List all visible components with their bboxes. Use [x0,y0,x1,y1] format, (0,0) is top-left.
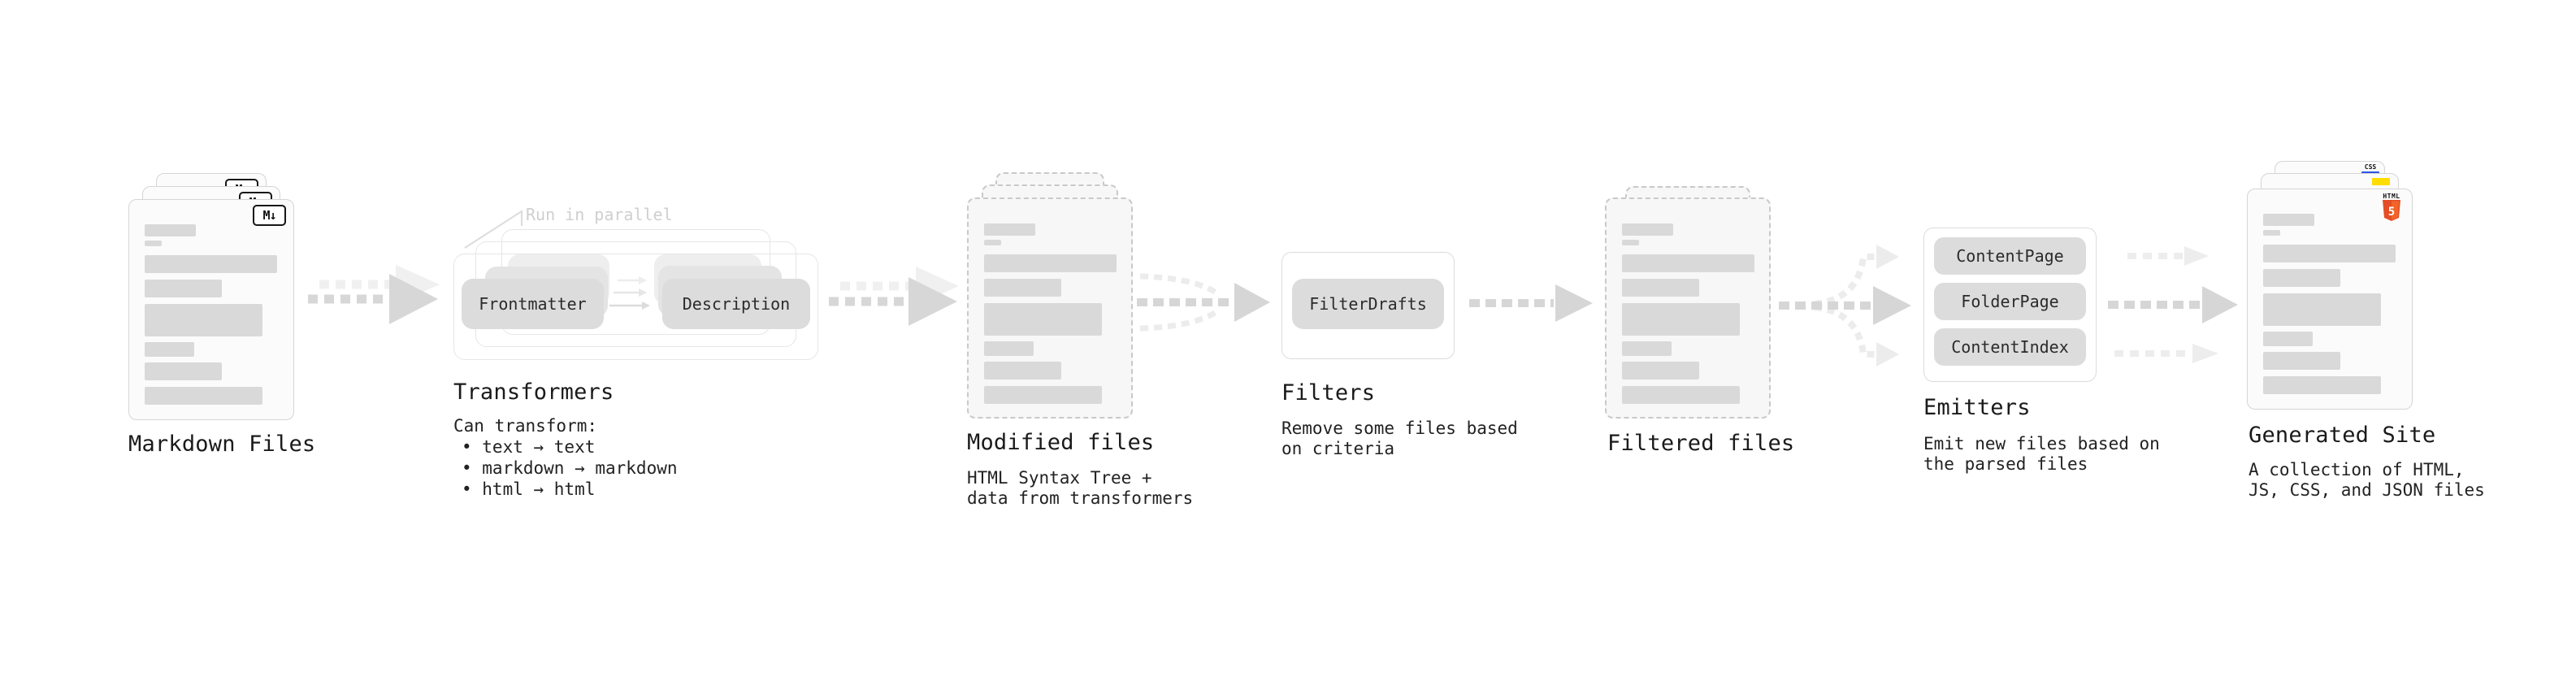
placeholder-text-bar [1622,386,1740,404]
placeholder-text-bar [145,255,277,273]
placeholder-text-bar [2263,376,2381,394]
generated-site-subtitle: JS, CSS, and JSON files [2249,480,2485,500]
markdown-files-title: Markdown Files [128,432,316,457]
placeholder-text-bar [984,362,1061,380]
placeholder-text-bar [1622,341,1672,356]
placeholder-text-bar [1622,240,1639,245]
markdown-icon: M↓ [253,205,286,226]
placeholder-text-bar [145,362,222,380]
filters-subtitle: Remove some files based [1281,419,1518,438]
placeholder-text-bar [2263,332,2313,346]
filtered-file-card-front [1605,197,1771,419]
modified-files-subtitle: HTML Syntax Tree + [967,468,1152,488]
placeholder-text-bar [145,387,262,405]
arrow-merge-modified-to-filters [1137,273,1270,332]
modified-files-subtitle: data from transformers [967,488,1194,508]
arrow-filters-to-filtered [1469,284,1593,322]
contentindex-pill: ContentIndex [1934,328,2086,366]
placeholder-text-bar [145,342,194,357]
emitters-subtitle: the parsed files [1923,454,2088,474]
generated-site-title: Generated Site [2249,423,2436,448]
filtered-files-stack [1605,186,1792,422]
html5-icon-number: 5 [2388,206,2395,219]
placeholder-text-bar [984,223,1035,236]
placeholder-text-bar [145,304,262,336]
run-in-parallel-label: Run in parallel [526,205,673,224]
placeholder-text-bar [145,224,196,236]
css-icon-underline [2361,171,2379,174]
css-icon: CSS [2361,164,2379,174]
placeholder-text-bar [984,240,1001,245]
frontmatter-pill: Frontmatter [462,279,604,329]
placeholder-text-bar [984,279,1061,297]
html5-icon: HTML 5 [2381,193,2402,222]
placeholder-text-bar [984,254,1117,272]
markdown-files-stack: M↓ M↓ M↓ [128,173,332,425]
modified-files-title: Modified files [967,430,1155,455]
html5-icon-label: HTML [2383,193,2400,200]
emitters-subtitle: Emit new files based on [1923,434,2160,453]
arrow-transformers-to-modified [829,267,959,326]
arrow-markdown-to-transformers [308,265,440,324]
html-file-card: HTML 5 [2247,189,2413,410]
arrow-fork-filtered-to-emitters [1779,245,1911,367]
contentpage-pill: ContentPage [1934,237,2086,275]
emitters-title: Emitters [1923,395,2031,420]
placeholder-text-bar [2263,245,2396,262]
placeholder-text-bar [1622,362,1699,380]
run-in-parallel-leader-line [464,210,523,249]
filtered-files-title: Filtered files [1607,431,1795,456]
folderpage-pill: FolderPage [1934,283,2086,320]
parallel-arrows-icon [609,276,650,310]
placeholder-text-bar [145,241,162,246]
transformers-bullet: • markdown → markdown [462,458,678,478]
filters-subtitle: on criteria [1281,439,1395,458]
generated-site-stack: CSS HTML 5 [2247,161,2450,414]
transformers-note-heading: Can transform: [453,416,598,436]
placeholder-text-bar [2263,352,2340,370]
placeholder-text-bar [2263,293,2381,326]
placeholder-text-bar [984,386,1102,404]
css-icon-label: CSS [2364,163,2377,171]
markdown-file-card-front: M↓ [128,199,294,420]
placeholder-text-bar [1622,254,1754,272]
generated-site-subtitle: A collection of HTML, [2249,460,2465,479]
description-pill: Description [662,279,810,329]
placeholder-text-bar [1622,279,1699,297]
placeholder-text-bar [2263,230,2280,236]
modified-files-stack [967,172,1170,424]
placeholder-text-bar [2263,214,2314,226]
transformers-title: Transformers [453,380,614,405]
arrows-emitters-to-generated [2108,246,2238,363]
transformers-container-front [453,254,818,360]
placeholder-text-bar [1622,223,1673,236]
filters-title: Filters [1281,380,1376,406]
js-icon [2372,178,2390,185]
placeholder-text-bar [2263,269,2340,287]
placeholder-text-bar [984,341,1034,356]
transformers-bullet: • text → text [462,437,596,457]
modified-file-card-front [967,197,1133,419]
placeholder-text-bar [984,303,1102,336]
placeholder-text-bar [145,280,222,297]
transformers-bullet: • html → html [462,479,596,499]
placeholder-text-bar [1622,303,1740,336]
filterdrafts-pill: FilterDrafts [1292,279,1444,329]
